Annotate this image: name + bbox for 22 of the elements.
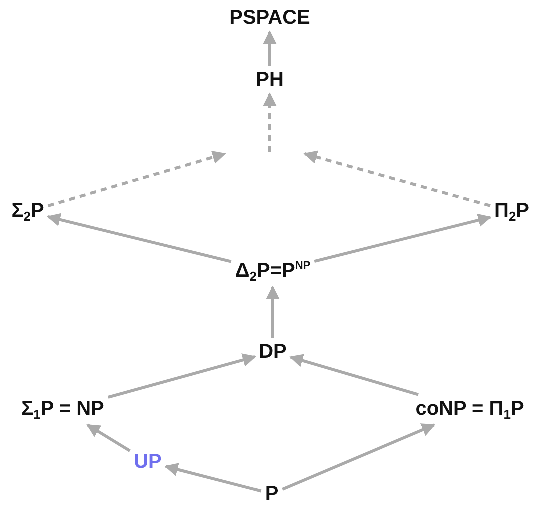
class-label: UP: [134, 451, 162, 473]
class-label: Π$_{2}$P: [494, 200, 530, 224]
class-label: Δ$_{2}$P=P$^{NP}$: [235, 260, 311, 284]
arrow: [282, 424, 436, 491]
class-label: coNP = Π$_{1}$P: [416, 398, 524, 422]
class-label: DP: [259, 341, 287, 363]
arrow: [290, 354, 419, 396]
class-label: PH: [256, 69, 284, 91]
arrow: [266, 286, 280, 338]
arrow: [86, 424, 131, 452]
class-label: Σ$_{2}$P: [12, 200, 44, 224]
arrow: [108, 354, 256, 399]
arrow: [314, 214, 492, 263]
class-label: Σ$_{1}$P = NP: [22, 398, 104, 422]
arrow: [164, 463, 262, 493]
class-label: PSPACE: [230, 7, 310, 29]
class-label: P: [265, 483, 279, 505]
arrow: [48, 150, 226, 208]
arrow: [304, 150, 491, 208]
arrow: [263, 92, 277, 152]
arrow: [263, 30, 277, 66]
arrow: [46, 213, 232, 264]
